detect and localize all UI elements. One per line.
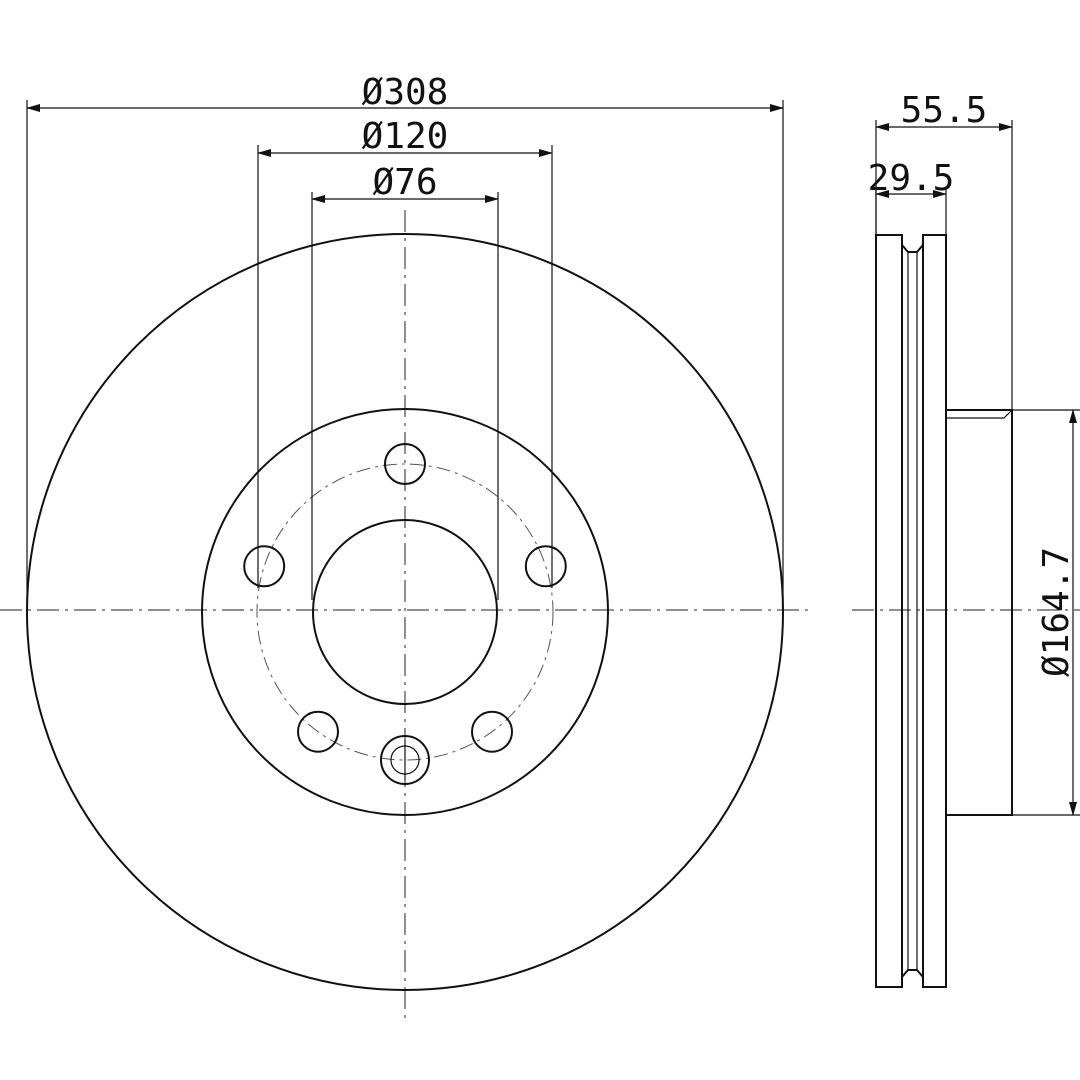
dimension-center-bore-diameter: Ø76 — [311, 162, 499, 600]
bolt-hole — [297, 710, 339, 753]
bolt-hole — [384, 443, 426, 485]
friction-ring-left — [875, 234, 903, 988]
pitch-circle-diameter-label: Ø120 — [362, 116, 449, 157]
cooling-vane-gap — [901, 244, 924, 253]
dimension-pitch-circle-diameter: Ø120 — [257, 116, 553, 588]
pitch-circle — [256, 463, 554, 761]
bolt-hole — [243, 545, 286, 588]
bolt-hole — [524, 545, 567, 588]
side-view: 55.5 29.5 Ø164.7 — [852, 90, 1080, 988]
bolt-hole — [471, 710, 513, 753]
dimension-outer-diameter: Ø308 — [26, 72, 784, 612]
hub-side — [945, 409, 1013, 816]
dimension-thickness: 29.5 — [868, 158, 955, 235]
hub-diameter-label: Ø164.7 — [1036, 547, 1077, 677]
total-height-label: 55.5 — [901, 90, 988, 131]
outer-diameter-label: Ø308 — [362, 72, 449, 113]
locating-screw-hole — [380, 735, 430, 785]
bolt-holes — [243, 443, 567, 753]
dimension-hub-diameter: Ø164.7 — [1012, 409, 1080, 816]
front-view: Ø308 Ø120 Ø76 — [0, 72, 812, 1020]
friction-ring-right — [922, 234, 947, 988]
hub-outline — [201, 408, 609, 816]
center-bore-diameter-label: Ø76 — [372, 162, 437, 203]
dimension-total-height: 55.5 — [875, 90, 1013, 410]
center-bore-outline — [312, 519, 498, 705]
thickness-label: 29.5 — [868, 158, 955, 199]
